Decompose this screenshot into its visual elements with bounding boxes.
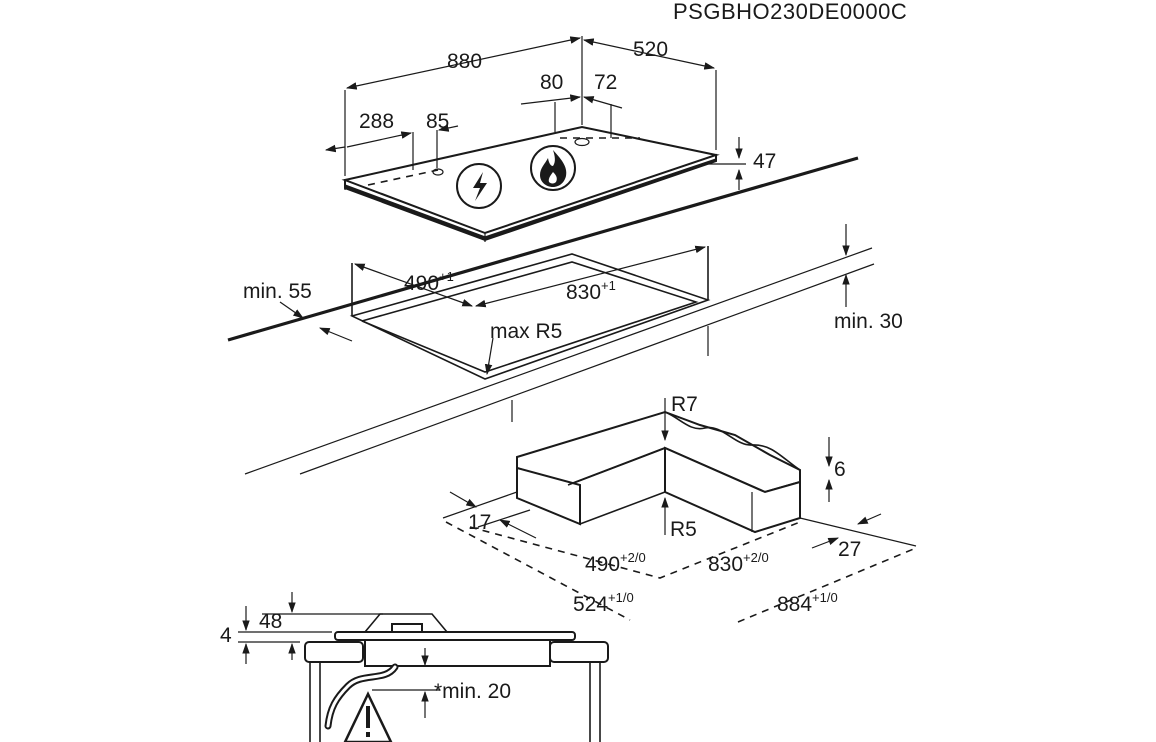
dim-frame-side-margin: 27 [838,538,861,561]
electric-connection-point [432,168,444,176]
dim-frame-outer-radius: R7 [671,393,698,416]
dim-frame-front-margin: 17 [468,511,491,534]
dim-connection-offset-1: 288 [359,110,394,133]
dim-frame-outer-depth: 524+1/0 [573,590,634,616]
dim-hob-depth: 520 [633,38,668,61]
dim-section-above-top: 4 [220,624,232,647]
hob-glass-top [334,631,576,641]
model-code: PSGBHO230DE0000C [673,0,907,24]
dim-frame-outer-width: 884+1/0 [777,590,838,616]
dim-cutout-width: 830+1 [566,278,616,304]
dim-frame-depth: 490+2/0 [585,550,646,576]
electric-connection-icon [456,163,502,209]
dim-cutout-depth: 490+1 [404,269,454,295]
worktop-left [304,641,364,663]
gas-connection-point [574,137,590,147]
pan-support [364,613,448,633]
dim-connection-offset-2: 85 [426,110,449,133]
dim-hob-width: 880 [447,50,482,73]
cross-section: 48 4 *min. 20 [220,592,609,742]
hob-top-surface [341,125,720,235]
dim-frame-inner-radius: R5 [670,518,697,541]
warning-triangle-icon [343,691,393,742]
worktop-cutout: 490+1 830+1 min. 55 max R5 min. 30 [227,156,903,475]
dim-gas-offset-1: 80 [540,71,563,94]
gas-flame-icon [530,145,576,191]
dim-section-total-height: 48 [259,610,282,633]
dim-frame-width: 830+2/0 [708,550,769,576]
dim-hob-height: 47 [753,150,776,173]
dim-min-front: min. 55 [243,280,312,303]
dim-min-wall: min. 30 [834,310,903,333]
dim-gas-offset-2: 72 [594,71,617,94]
dim-corner-radius: max R5 [490,320,562,343]
dim-section-min-below: *min. 20 [434,680,511,703]
frame-detail: R7 R5 6 17 27 490+2/0 830+2/0 524+1/0 88… [442,393,917,623]
hob-body-section [364,639,551,667]
worktop-right [549,641,609,663]
hob-unit: 880 520 288 85 80 72 47 [324,36,776,242]
dim-frame-thickness: 6 [834,458,846,481]
